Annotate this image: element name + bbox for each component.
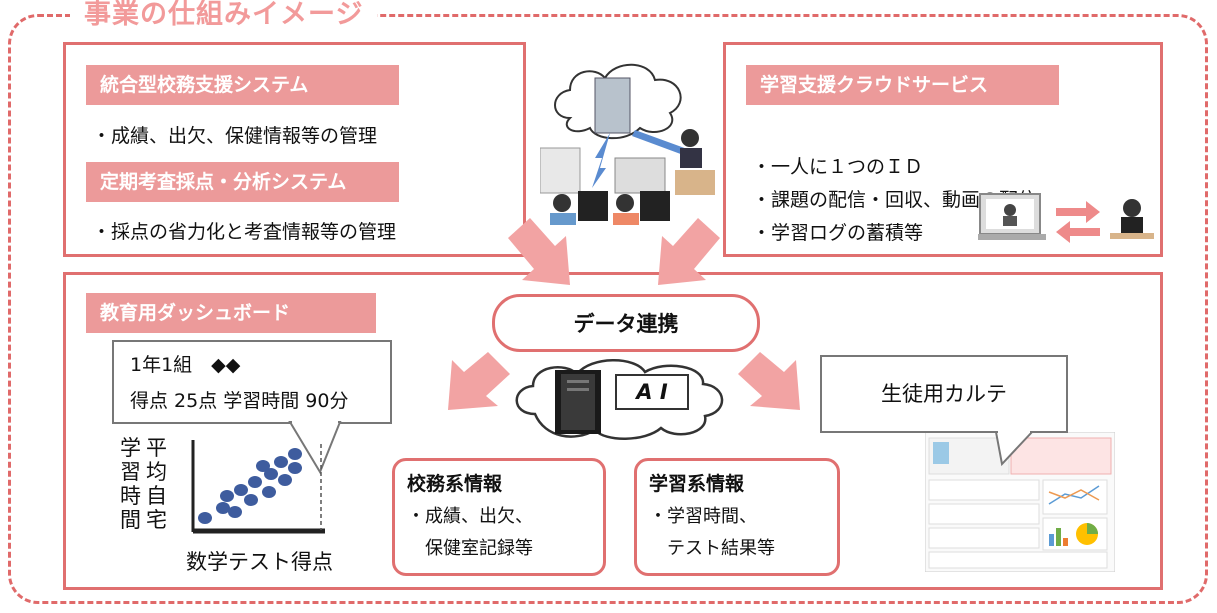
arrow-to-dashboard-left [448, 352, 510, 410]
outer-frame [8, 14, 1208, 604]
learning-info-line1: ・学習時間、 [649, 506, 757, 527]
exam-scoring-system-item: ・採点の省力化と考査情報等の管理 [92, 221, 397, 243]
x-axis-label: 数学テスト得点 [186, 550, 333, 574]
integrated-school-system-item: ・成績、出欠、保健情報等の管理 [92, 125, 378, 147]
teacher-student-video-illustration [978, 193, 1154, 243]
exam-scoring-system-header: 定期考査採点・分析システム [86, 162, 399, 202]
top-right-panel: 学習支援クラウドサービス ・一人に１つのＩＤ ・課題の配信・回収、動画の配信 ・… [723, 42, 1163, 257]
cloud-school-illustration [540, 63, 715, 225]
ai-label: A I [615, 374, 689, 410]
learning-cloud-item-1: ・一人に１つのＩＤ [752, 156, 924, 178]
karte-callout: 生徒用カルテ [820, 355, 1068, 433]
admin-info-line1: ・成績、出欠、 [407, 506, 533, 527]
learning-cloud-item-2: ・課題の配信・回収、動画の配信 [752, 189, 1038, 211]
learning-info-box: 学習系情報 ・学習時間、 テスト結果等 [634, 458, 840, 576]
diagram-title: 事業の仕組みイメージ [70, 0, 378, 31]
dashboard-header: 教育用ダッシュボード [86, 293, 376, 333]
admin-info-title: 校務系情報 [407, 473, 503, 495]
integrated-school-system-header: 統合型校務支援システム [86, 65, 399, 105]
arrow-from-cloud-service [658, 218, 720, 285]
y-axis-label-col1: 学習時間 [120, 436, 141, 532]
arrow-from-left-system [508, 218, 570, 285]
callout-pointer [288, 420, 342, 475]
scatter-plot [191, 440, 325, 534]
admin-info-box: 校務系情報 ・成績、出欠、 保健室記録等 [392, 458, 606, 576]
callout-class-line: 1年1組 ◆◆ [130, 354, 241, 376]
data-link-box: データ連携 [492, 294, 760, 352]
admin-info-line2: 保健室記録等 [425, 538, 533, 559]
top-left-panel: 統合型校務支援システム ・成績、出欠、保健情報等の管理 定期考査採点・分析システ… [63, 42, 526, 257]
callout-score-line: 得点 25点 学習時間 90分 [130, 390, 349, 412]
arrow-to-karte [738, 352, 800, 410]
karte-callout-pointer [994, 430, 1035, 467]
y-axis-label-col2: 平均自宅 [146, 436, 167, 532]
learning-cloud-header: 学習支援クラウドサービス [746, 65, 1059, 105]
learning-cloud-item-3: ・学習ログの蓄積等 [752, 222, 924, 244]
learning-info-line2: テスト結果等 [667, 538, 775, 559]
student-karte-thumbnail [925, 432, 1115, 572]
learning-info-title: 学習系情報 [649, 473, 745, 495]
class-callout: 1年1組 ◆◆ 得点 25点 学習時間 90分 [112, 340, 392, 424]
